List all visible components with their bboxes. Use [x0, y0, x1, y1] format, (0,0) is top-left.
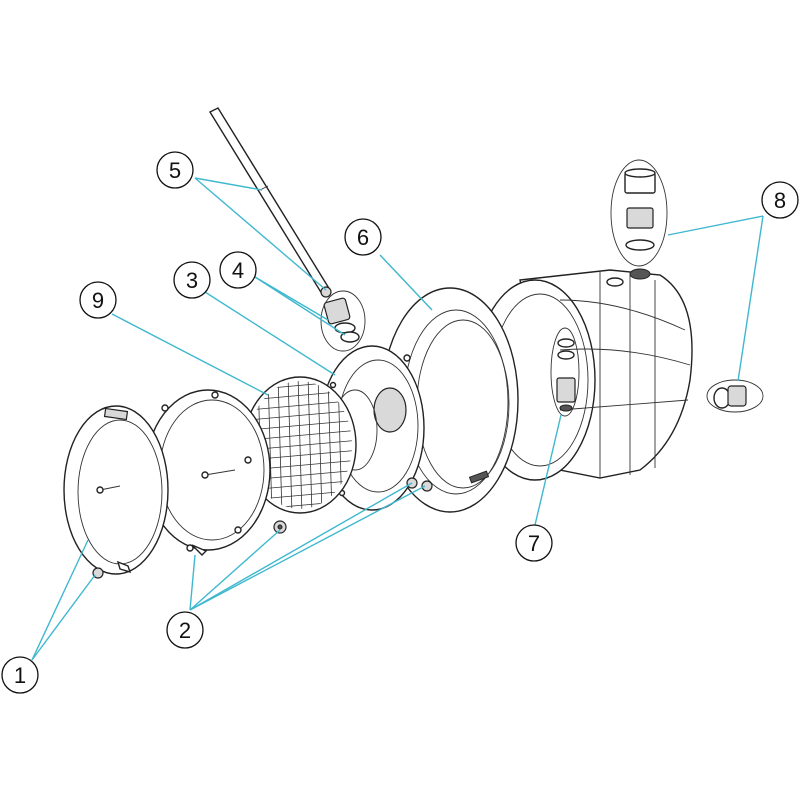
cable — [209, 107, 332, 298]
callout-label-5: 5 — [169, 158, 181, 183]
leader-lines — [31, 177, 764, 661]
cable-gland — [320, 290, 366, 352]
callout-3: 3 — [173, 261, 211, 299]
callout-2: 2 — [166, 611, 204, 649]
callout-label-1: 1 — [14, 663, 26, 688]
callout-label-8: 8 — [774, 188, 786, 213]
callout-5: 5 — [156, 151, 194, 189]
front-trim-ring — [63, 405, 169, 575]
callout-label-3: 3 — [186, 268, 198, 293]
housing-gland — [550, 327, 580, 417]
callout-6: 6 — [344, 218, 382, 256]
callout-label-4: 4 — [232, 258, 244, 283]
callout-label-6: 6 — [357, 225, 369, 250]
callout-label-7: 7 — [528, 531, 540, 556]
callout-9: 9 — [79, 281, 117, 319]
fitting-kit — [610, 159, 764, 413]
callout-label-9: 9 — [92, 288, 104, 313]
callout-8: 8 — [761, 181, 799, 219]
callout-label-2: 2 — [179, 618, 191, 643]
callout-4: 4 — [219, 251, 257, 289]
callout-7: 7 — [515, 524, 553, 562]
callout-1: 1 — [1, 656, 39, 694]
